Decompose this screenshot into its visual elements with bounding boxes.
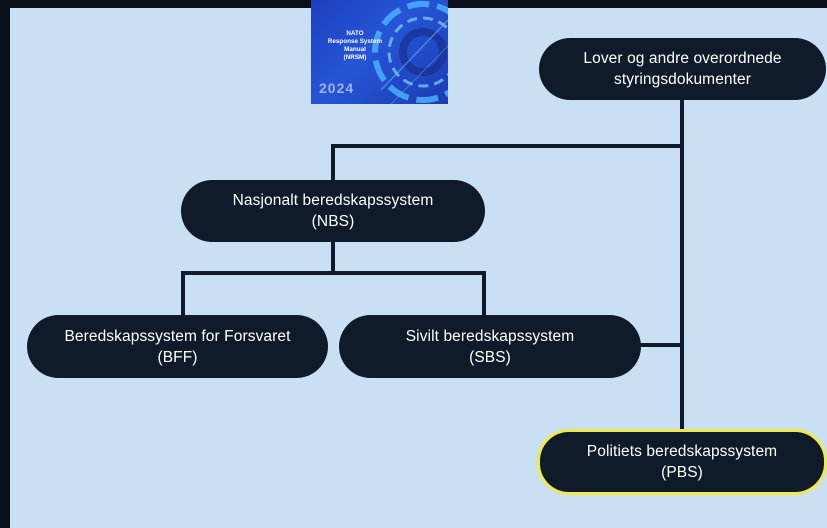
node-pbs-line1: Politiets beredskapssystem	[586, 443, 778, 460]
node-laws: Lover og andre overordnede styringsdokum…	[539, 38, 826, 100]
node-laws-line1: Lover og andre overordnede	[583, 50, 782, 67]
logo-year: 2024	[319, 80, 355, 96]
node-sbs: Sivilt beredskapssystem (SBS)	[339, 315, 641, 378]
node-bff-line1: Beredskapssystem for Forsvaret	[64, 327, 291, 345]
node-laws-line2: styringsdokumenter	[613, 71, 752, 88]
node-bff-line2: (BFF)	[157, 348, 198, 366]
node-sbs-line1: Sivilt beredskapssystem	[405, 327, 575, 345]
node-pbs: Politiets beredskapssystem (PBS)	[537, 429, 827, 495]
node-sbs-line2: (SBS)	[469, 348, 511, 366]
node-pbs-line2: (PBS)	[661, 464, 703, 481]
nrsm-logo: NATO Response System Manual (NRSM) 2024	[311, 0, 448, 104]
node-nbs: Nasjonalt beredskapssystem (NBS)	[181, 180, 485, 242]
node-bff: Beredskapssystem for Forsvaret (BFF)	[27, 315, 328, 378]
logo-line-response-system: Response System	[327, 38, 383, 45]
logo-line-nato: NATO	[346, 30, 364, 37]
logo-ring-graphic	[372, 1, 448, 104]
logo-line-nrsm: (NRSM)	[343, 54, 367, 61]
logo-title: NATO Response System Manual (NRSM)	[311, 30, 399, 62]
node-nbs-line1: Nasjonalt beredskapssystem	[232, 192, 434, 209]
logo-line-manual: Manual	[344, 46, 366, 53]
node-nbs-line2: (NBS)	[311, 213, 355, 230]
